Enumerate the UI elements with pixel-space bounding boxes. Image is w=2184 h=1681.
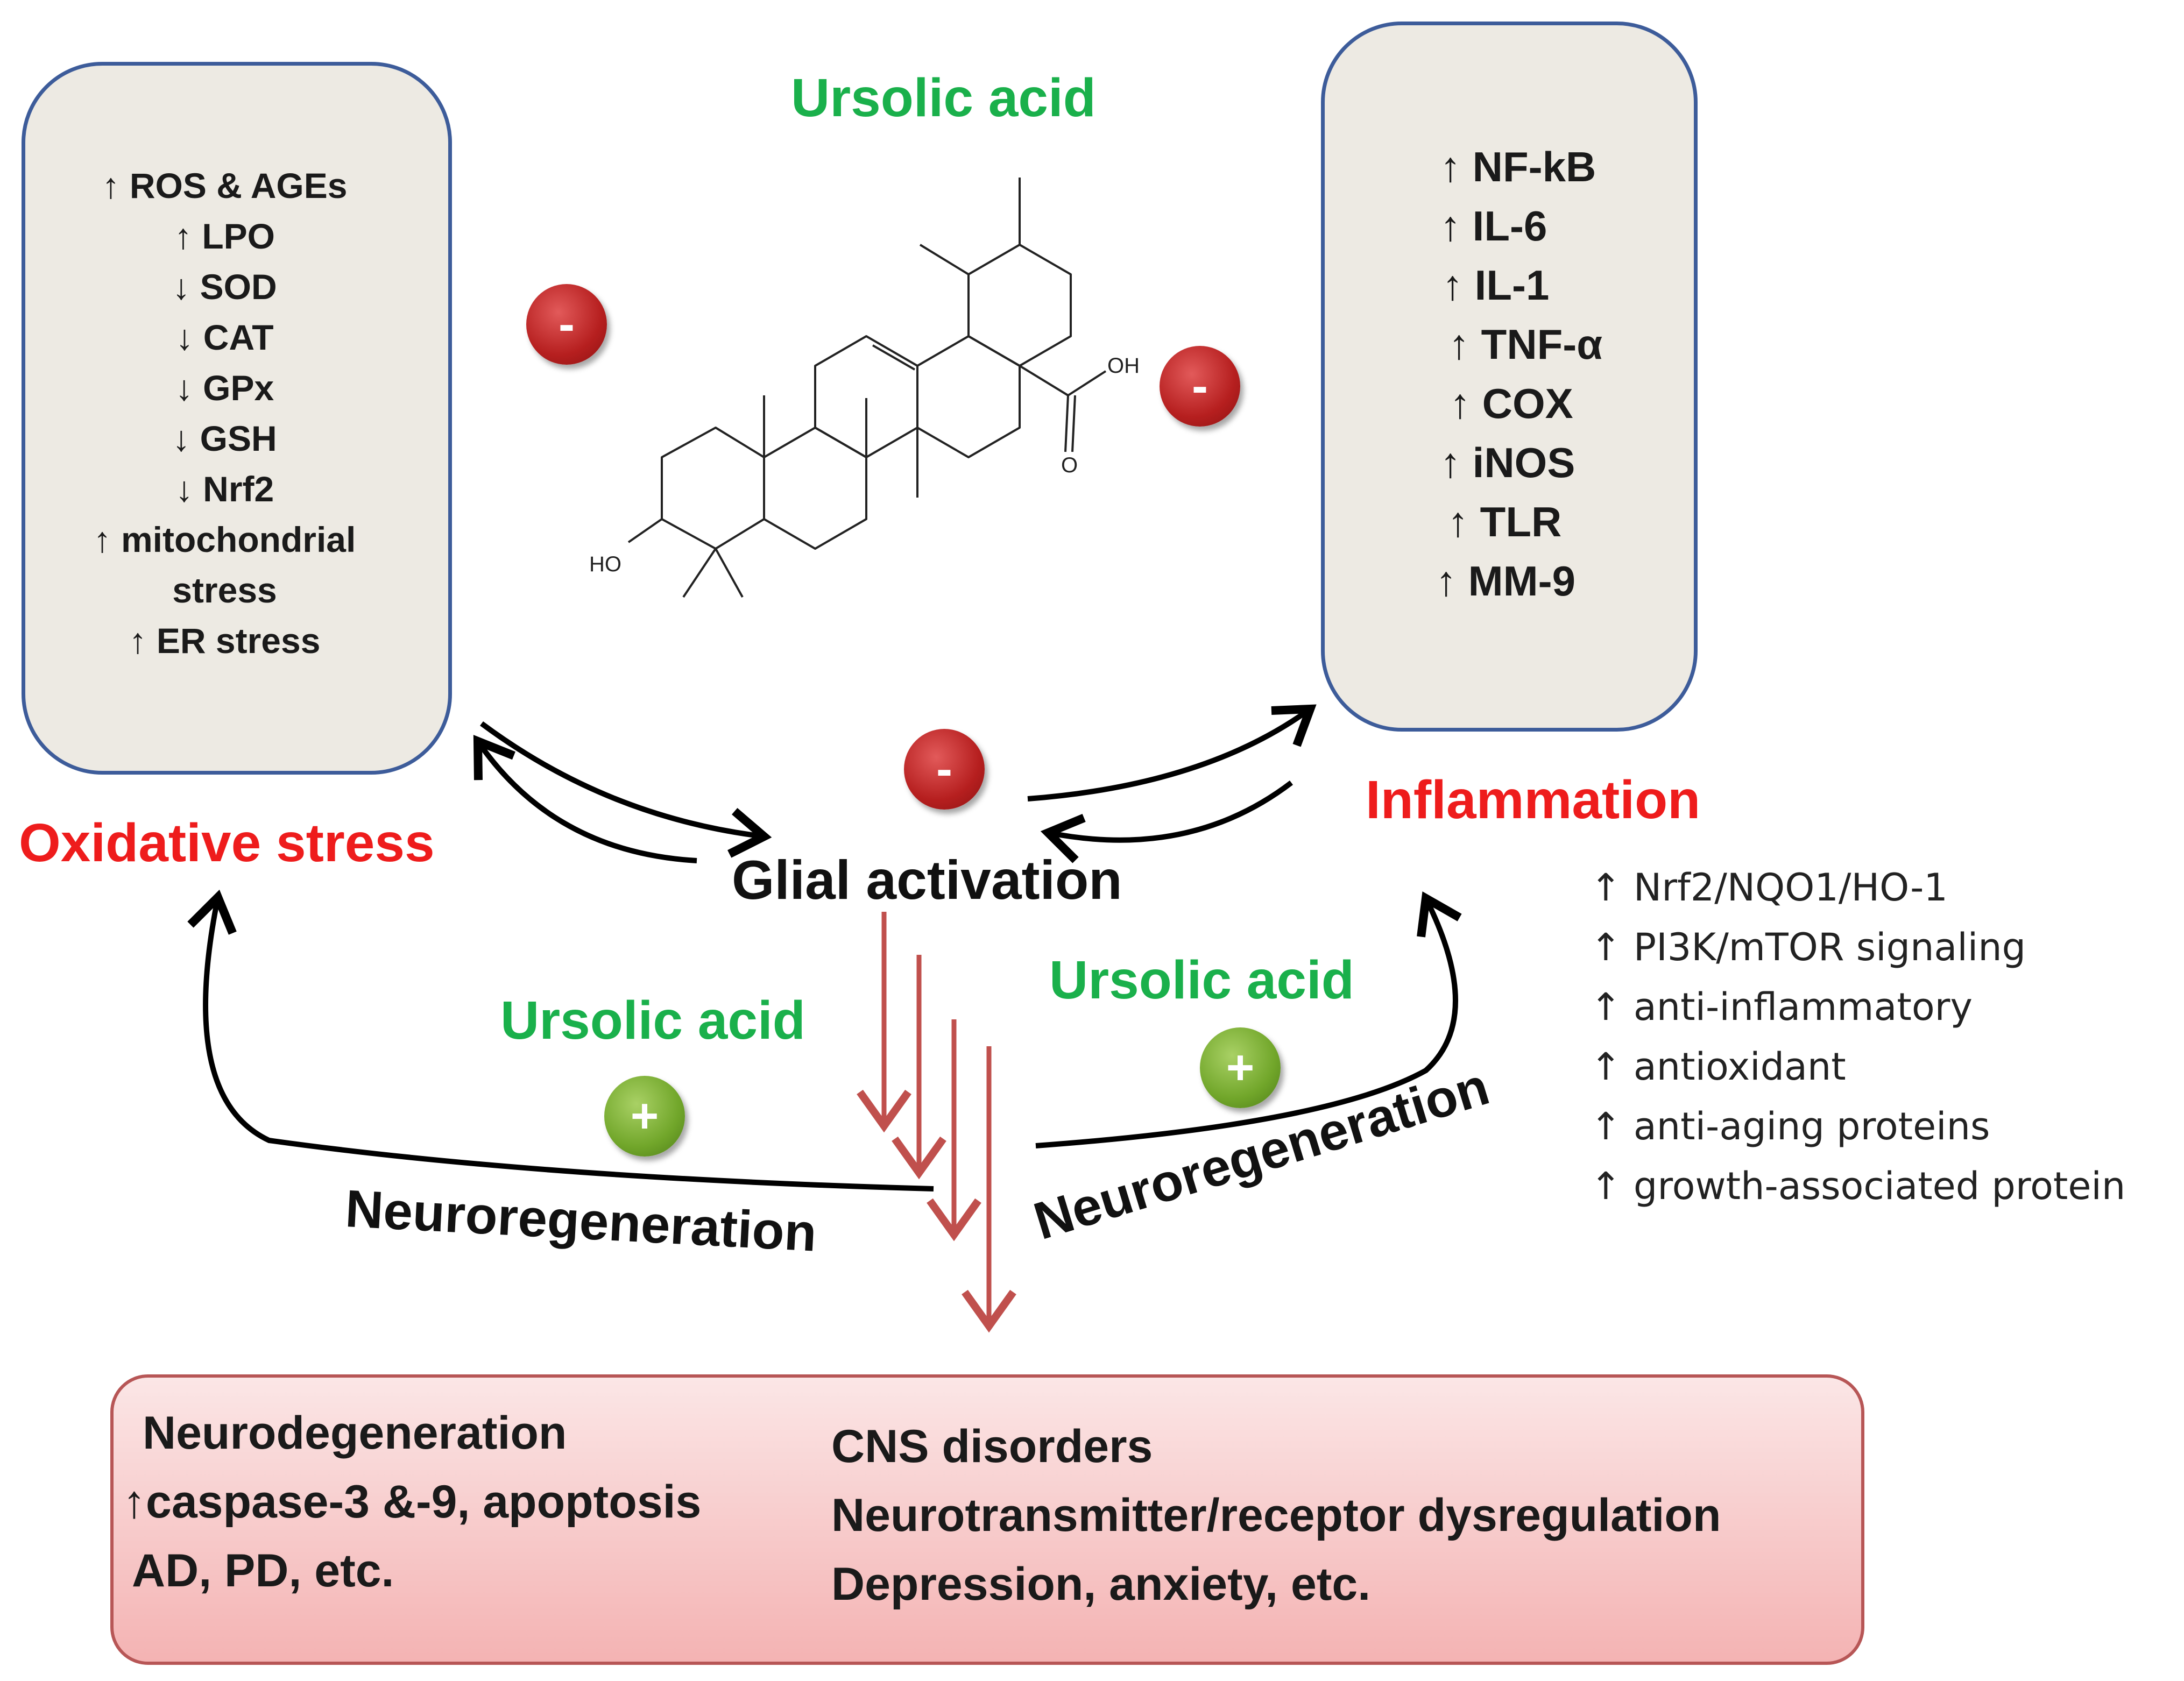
inhibit-sign-left: - <box>526 284 607 365</box>
outcome-right-item-3: Depression, anxiety, etc. <box>831 1558 1371 1610</box>
oxidative-stress-list: ↑ ROS & AGEs ↑ LPO ↓ SOD ↓ CAT ↓ GPx ↓ G… <box>22 160 428 666</box>
ring-e <box>967 244 1072 367</box>
ursolic-acid-left-label: Ursolic acid <box>500 990 805 1051</box>
gem-methyl-1 <box>682 548 717 598</box>
list-item: ↓ Nrf2 <box>175 469 274 509</box>
promote-sign-right: + <box>1200 1027 1281 1108</box>
list-item: ↓ GPx <box>175 368 274 408</box>
hydroxyl-bond <box>627 518 663 543</box>
carbonyl-1 <box>1064 395 1069 452</box>
ring-a <box>661 427 765 550</box>
list-item: ↑ LPO <box>174 216 275 256</box>
list-item: stress <box>172 570 277 610</box>
double-bond <box>872 344 915 371</box>
outcome-left-item-1: ↑caspase-3 &-9, apoptosis <box>123 1476 702 1528</box>
arrow-to-glial-from-ox <box>480 721 772 858</box>
inflammation-list: ↑ NF-kB ↑ IL-6 ↑ IL-1 ↑ TNF-α ↑ COX ↑ iN… <box>1313 137 1754 611</box>
list-item: ↓ SOD <box>172 267 277 307</box>
methyl-c20a <box>919 244 970 275</box>
list-item: ↑ growth-associated protein <box>1590 1164 2126 1208</box>
list-item: ↑ TNF-α <box>1448 321 1603 368</box>
acid-o-label: O <box>1061 453 1078 477</box>
promote-sign-left: + <box>604 1076 685 1157</box>
ring-d <box>916 335 1021 458</box>
list-item: ↑ IL-1 <box>1442 261 1550 309</box>
arrow-to-inflammation <box>1027 704 1317 802</box>
list-item: ↑ PI3K/mTOR signaling <box>1590 925 2026 969</box>
list-item: ↑ ER stress <box>129 621 321 661</box>
list-item: ↑ anti-aging proteins <box>1590 1104 1990 1148</box>
outcome-right-item-1: CNS disorders <box>831 1421 1153 1472</box>
gem-methyl-2 <box>715 548 744 598</box>
list-item: ↑ NF-kB <box>1440 143 1596 190</box>
outcome-right-item-2: Neurotransmitter/receptor dysregulation <box>831 1490 1721 1541</box>
inhibit-sign-center: - <box>904 729 985 810</box>
list-item: ↑ COX <box>1450 380 1573 427</box>
list-item: ↑ TLR <box>1447 498 1562 545</box>
hydroxyl-label: HO <box>589 552 621 576</box>
list-item: ↑ iNOS <box>1440 439 1575 486</box>
ursolic-acid-effects-list: ↑ Nrf2/NQO1/HO-1 ↑ PI3K/mTOR signaling ↑… <box>1590 858 2125 1216</box>
inflammation-box <box>1321 22 1698 732</box>
list-item: ↑ mitochondrial <box>93 520 356 559</box>
carboxyl-bond <box>1019 365 1069 396</box>
outcome-left-item-2: AD, PD, etc. <box>132 1545 394 1597</box>
list-item: ↑ IL-6 <box>1440 202 1547 250</box>
list-item: ↑ Nrf2/NQO1/HO-1 <box>1590 866 1948 910</box>
acid-oh-bond <box>1067 370 1107 396</box>
inflammation-title: Inflammation <box>1366 770 1701 830</box>
list-item: ↓ GSH <box>172 419 277 458</box>
arc-to-inflammation <box>1035 891 1462 1148</box>
carbonyl-2 <box>1071 395 1076 452</box>
ursolic-acid-structure: HO OH O <box>589 178 1140 598</box>
list-item: ↑ ROS & AGEs <box>102 166 348 205</box>
list-item: ↑ MM-9 <box>1436 557 1575 605</box>
arc-to-oxidative-stress <box>187 889 934 1191</box>
acid-oh-label: OH <box>1107 354 1140 378</box>
outcome-box <box>110 1374 1864 1665</box>
list-item: ↓ CAT <box>175 317 274 357</box>
list-item: ↑ anti-inflammatory <box>1590 985 1973 1029</box>
oxidative-stress-title: Oxidative stress <box>19 813 435 873</box>
inhibit-sign-right: - <box>1160 346 1240 427</box>
ring-b <box>763 427 867 550</box>
arrow-to-ox-from-glial <box>473 735 697 863</box>
list-item: ↑ antioxidant <box>1590 1045 1846 1089</box>
arrow-to-glial-from-inf <box>1040 781 1294 863</box>
ursolic-acid-title: Ursolic acid <box>791 68 1096 128</box>
glial-activation-label: Glial activation <box>732 849 1122 911</box>
neurodegeneration-title: Neurodegeneration <box>143 1407 567 1459</box>
oxidative-stress-box <box>22 62 452 775</box>
ursolic-acid-right-label: Ursolic acid <box>1049 950 1354 1010</box>
